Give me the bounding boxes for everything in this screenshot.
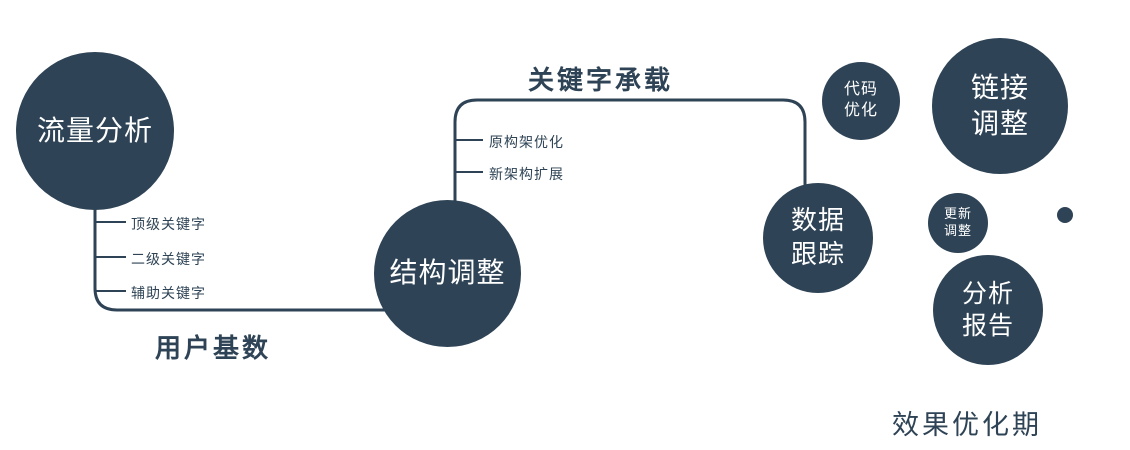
branch-label-aux-keywords: 辅助关键字 [131,285,206,301]
branch-ticks-traffic [95,221,126,292]
footer-label: 效果优化期 [892,410,1042,440]
branch-label-original-arch: 原构架优化 [489,134,564,150]
connector-traffic-to-structure [93,175,448,312]
edge-label-user-base: 用户基数 [155,333,272,363]
node-analysis-report-label: 分析 报告 [961,279,1014,341]
dot-marker [1057,207,1073,223]
node-traffic-analysis-label: 流量分析 [36,114,153,146]
connector-structure-to-tracking [453,98,807,210]
branch-label-second-keywords: 二级关键字 [131,251,206,267]
branch-label-new-arch: 新架构扩展 [489,166,564,182]
node-analysis-report: 分析 报告 [933,255,1043,365]
node-traffic-analysis: 流量分析 [16,52,174,210]
node-code-optimization: 代码 优化 [822,62,900,140]
node-update-adjustment: 更新 调整 [928,193,988,253]
node-structure-adjustment-label: 结构调整 [389,257,506,289]
node-link-adjustment-label: 链接 调整 [970,71,1029,139]
node-data-tracking-label: 数据 跟踪 [790,205,845,269]
edge-label-keyword-carry: 关键字承载 [528,65,674,95]
node-data-tracking: 数据 跟踪 [763,183,873,293]
node-link-adjustment: 链接 调整 [932,38,1068,174]
node-code-optimization-label: 代码 优化 [843,81,878,119]
node-structure-adjustment: 结构调整 [374,200,521,347]
branch-label-top-keywords: 顶级关键字 [131,216,206,232]
branch-ticks-structure [455,139,483,173]
node-update-adjustment-label: 更新 调整 [943,206,972,238]
